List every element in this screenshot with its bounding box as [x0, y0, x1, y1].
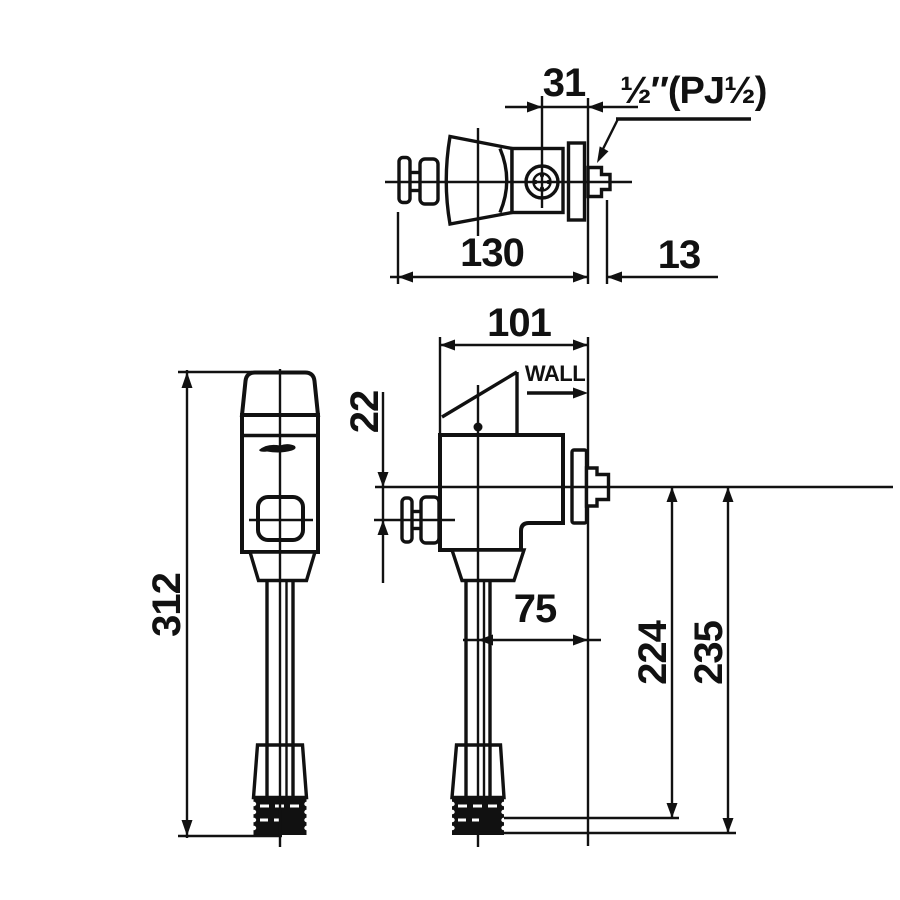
- front-outlet-thread: [452, 798, 504, 835]
- dim-22-label: 22: [343, 391, 387, 434]
- thread-size-label: ½″(PJ½): [620, 70, 766, 112]
- dim-101-arrowhead: [573, 339, 588, 351]
- wall-arrowhead: [573, 387, 588, 399]
- dim-130-label: 130: [460, 231, 524, 275]
- side-view: 312: [145, 369, 321, 847]
- dim-224-label: 224: [631, 619, 675, 684]
- dim-101-arrowhead: [440, 339, 455, 351]
- top-cone-arc: [498, 147, 509, 214]
- dim-31-label: 31: [543, 61, 586, 105]
- dim-235-arrowhead: [722, 818, 734, 833]
- dim-22-arrowhead: [377, 520, 389, 535]
- dim-13-label: 13: [658, 233, 701, 277]
- front-view: 101 WALL 22 75 224 235: [343, 301, 893, 847]
- front-cover-slant: [441, 370, 518, 419]
- dim-75-label: 75: [514, 587, 557, 631]
- dim-31-arrowhead: [527, 101, 542, 113]
- dim-235-arrowhead: [722, 487, 734, 502]
- dim-312-arrowhead: [181, 820, 193, 836]
- dim-130-arrowhead: [398, 271, 413, 283]
- dim-31-arrowhead: [588, 101, 603, 113]
- top-button-cap: [397, 155, 412, 205]
- dim-312-label: 312: [145, 573, 189, 637]
- dim-75-arrowhead: [573, 634, 588, 646]
- brand-logo: [259, 444, 296, 453]
- dim-224-arrowhead: [666, 487, 678, 502]
- wall-label: WALL: [525, 361, 585, 386]
- top-view: 31 130 13 ½″(PJ½): [385, 61, 767, 284]
- dim-101-label: 101: [487, 301, 551, 345]
- dim-75-arrowhead: [478, 634, 493, 646]
- front-body-taper: [449, 548, 527, 583]
- front-valve-body: [438, 433, 565, 552]
- dim-224-arrowhead: [666, 803, 678, 818]
- dim-130-arrowhead: [573, 271, 588, 283]
- dim-312-arrowhead: [181, 372, 193, 388]
- dim-235-label: 235: [687, 620, 731, 684]
- dim-22-arrowhead: [377, 472, 389, 487]
- dim-13-arrowhead: [607, 271, 622, 283]
- thread-leader-arrowhead: [597, 146, 609, 163]
- side-body-taper: [247, 550, 318, 583]
